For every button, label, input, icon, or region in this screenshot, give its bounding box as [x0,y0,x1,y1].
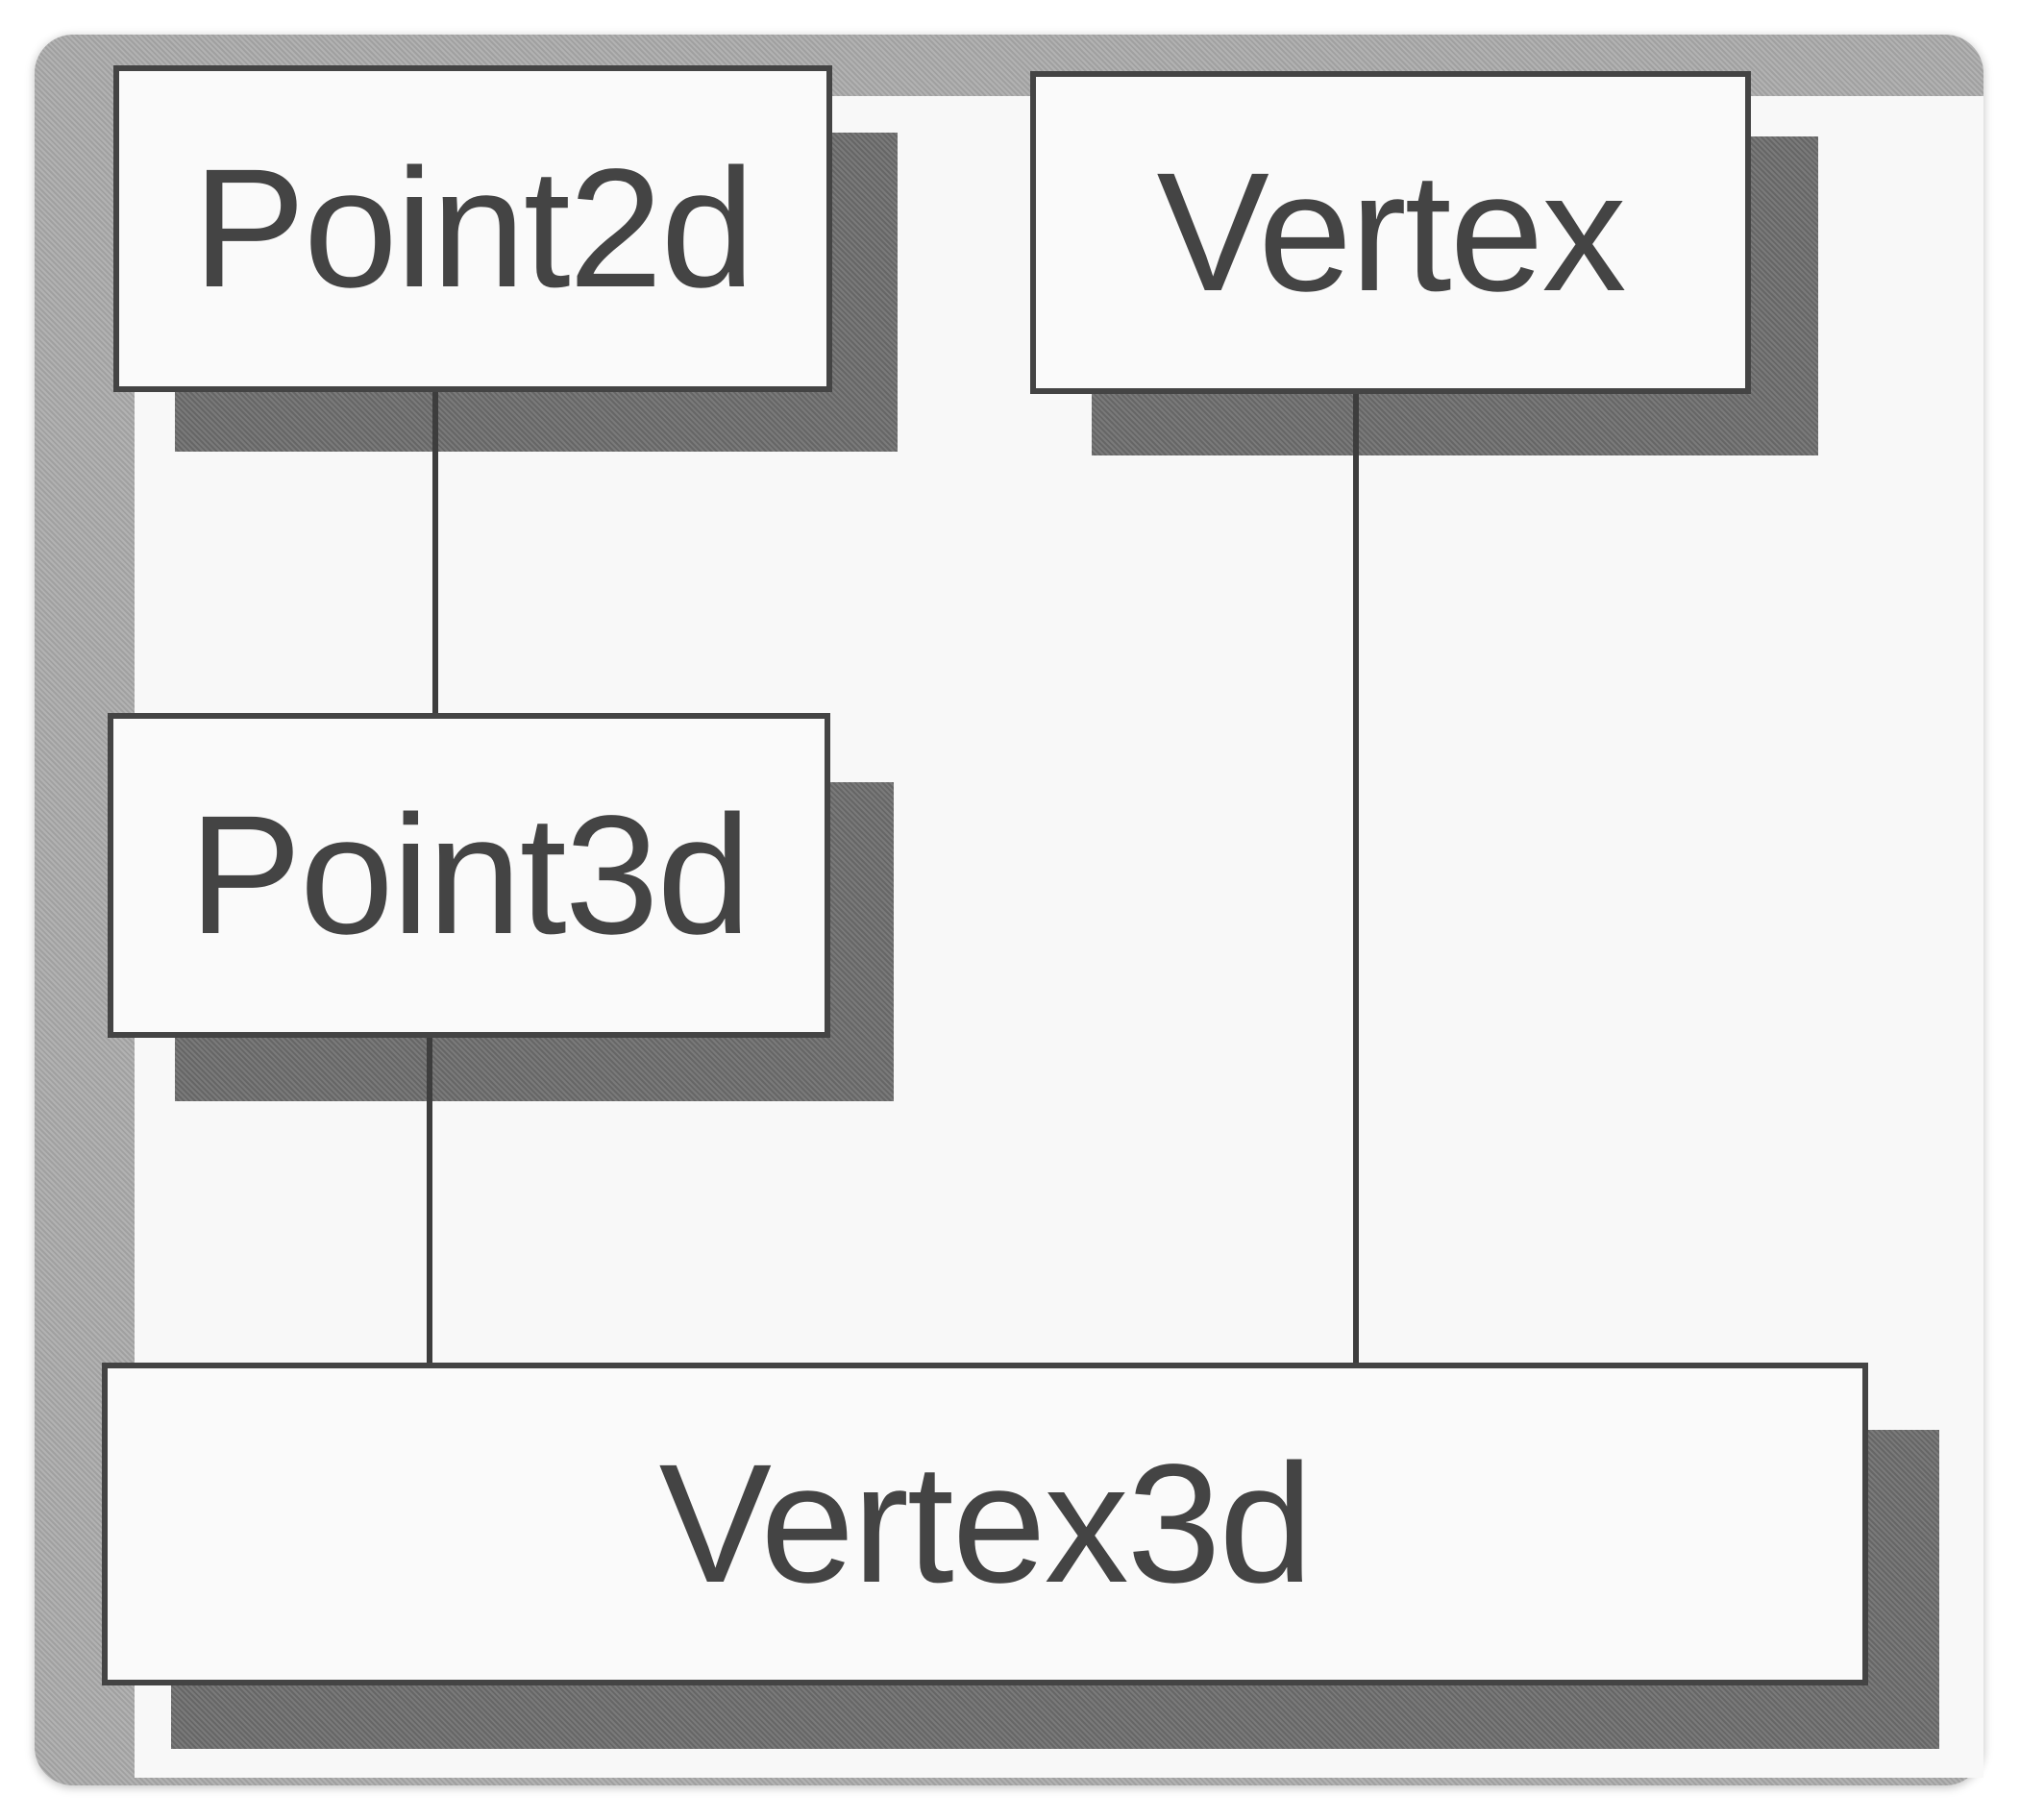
class-box-point2d[interactable]: Point2d [113,65,832,392]
class-box-vertex[interactable]: Vertex [1030,71,1751,394]
class-label-point3d: Point3d [188,781,751,970]
class-box-point3d[interactable]: Point3d [108,713,830,1038]
class-label-vertex3d: Vertex3d [658,1430,1314,1618]
edge-point3d-vertex3d [427,1028,432,1370]
class-box-vertex3d[interactable]: Vertex3d [102,1363,1868,1685]
edge-point2d-point3d [432,384,438,721]
class-label-point2d: Point2d [192,135,755,323]
class-label-vertex: Vertex [1156,138,1627,327]
edge-vertex-vertex3d [1353,386,1359,1370]
